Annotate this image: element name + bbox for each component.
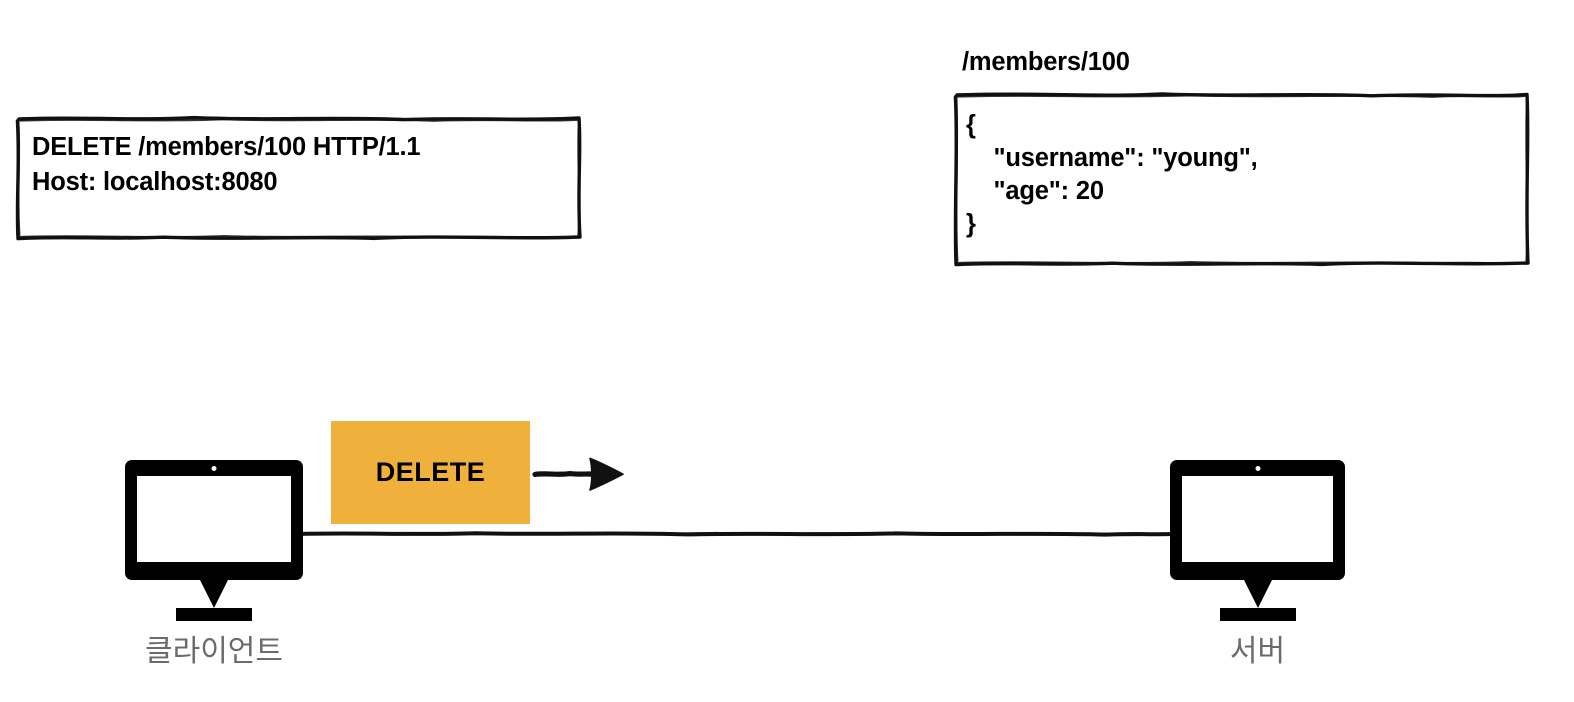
request-arrow-icon bbox=[532, 457, 624, 491]
camera-dot-icon bbox=[211, 466, 217, 471]
client-monitor-icon bbox=[125, 460, 303, 580]
camera-dot-icon bbox=[1255, 466, 1260, 471]
resource-body-box: { "username": "young", "age": 20 } bbox=[953, 92, 1530, 267]
client-label: 클라이언트 bbox=[145, 635, 283, 668]
client-server-connection-line bbox=[296, 531, 1176, 537]
server-node: 서버 bbox=[1170, 460, 1345, 668]
client-monitor-stand bbox=[200, 580, 228, 608]
resource-body-text: { "username": "young", "age": 20 } bbox=[966, 111, 1258, 238]
server-screen-surface bbox=[1182, 476, 1333, 562]
client-node: 클라이언트 bbox=[125, 460, 303, 668]
server-monitor-stand bbox=[1243, 580, 1272, 608]
server-monitor-base bbox=[1219, 608, 1296, 621]
server-label: 서버 bbox=[1229, 635, 1286, 668]
server-monitor-icon bbox=[1170, 460, 1345, 580]
client-monitor-base bbox=[176, 608, 252, 621]
http-request-text: DELETE /members/100 HTTP/1.1 Host: local… bbox=[32, 133, 421, 196]
method-badge-label: DELETE bbox=[375, 457, 486, 487]
http-request-box: DELETE /members/100 HTTP/1.1 Host: local… bbox=[15, 115, 582, 241]
resource-path-label: /members/100 bbox=[962, 48, 1130, 76]
method-badge-delete[interactable]: DELETE bbox=[331, 421, 530, 524]
client-screen-surface bbox=[137, 476, 291, 562]
